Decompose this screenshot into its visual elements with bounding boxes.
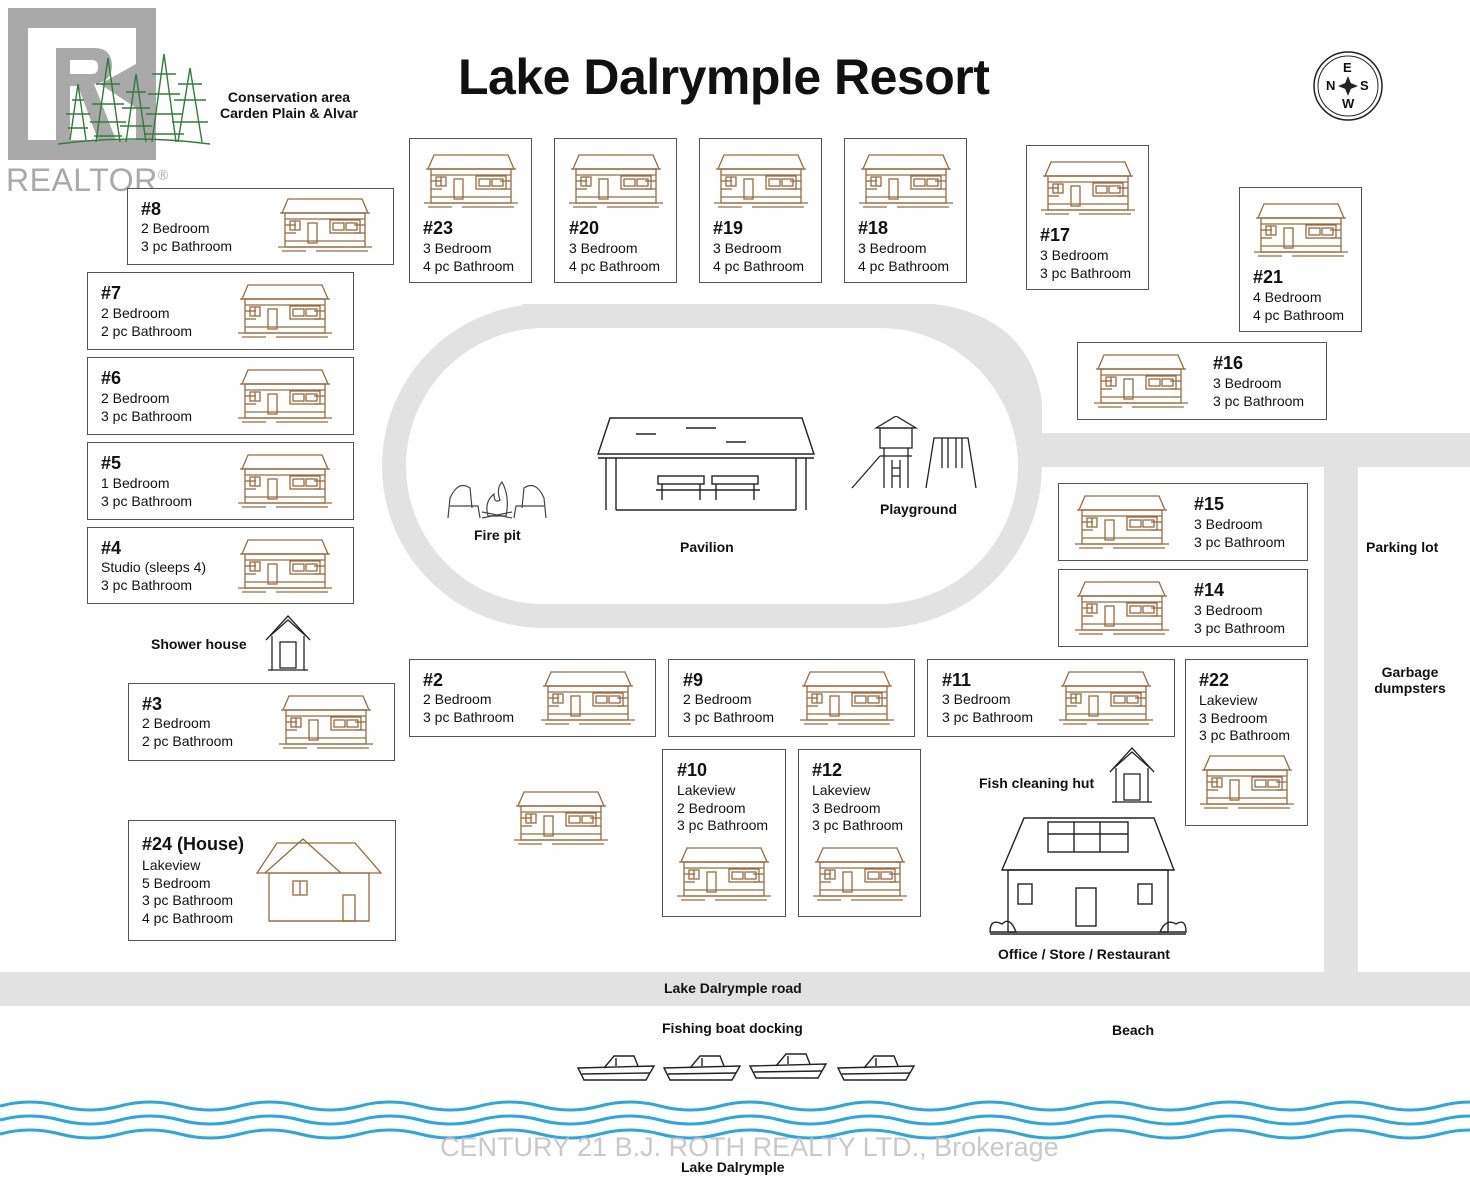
cabin-icon: [1198, 752, 1296, 812]
unlabeled-cabin-icon: [512, 788, 610, 848]
main-road: [0, 972, 1470, 1006]
cabin-icon: [1252, 200, 1350, 260]
cabin-icon: [236, 366, 334, 426]
cabin-icon: [1039, 158, 1137, 218]
cabin-icon: [539, 668, 637, 728]
pavilion-label: Pavilion: [680, 539, 734, 555]
compass-n: N: [1326, 78, 1336, 93]
garbage-label: Garbage dumpsters: [1374, 664, 1446, 696]
boat-icon: [576, 1052, 656, 1082]
lake-label: Lake Dalrymple: [681, 1159, 785, 1175]
lake-waves: [0, 1096, 1470, 1156]
fire-pit-icon: [444, 478, 550, 522]
fire-pit-label: Fire pit: [474, 527, 521, 543]
cabin-icon: [857, 151, 955, 211]
cabin-4[interactable]: #4 Studio (sleeps 4)3 pc Bathroom: [87, 527, 354, 604]
compass-s: S: [1360, 78, 1369, 93]
cabin-icon: [422, 151, 520, 211]
office-label: Office / Store / Restaurant: [998, 946, 1170, 962]
cabin-icon: [236, 281, 334, 341]
cabin-icon: [1057, 668, 1155, 728]
cabin-icon: [1073, 578, 1171, 638]
house-icon: [255, 833, 385, 923]
parking-road: [1030, 433, 1470, 467]
compass-w: W: [1342, 96, 1355, 111]
cabin-icon: [811, 844, 909, 904]
office-store-icon: [988, 814, 1188, 940]
cabin-icon: [236, 536, 334, 596]
boat-icon: [662, 1052, 742, 1082]
beach-label: Beach: [1112, 1022, 1155, 1038]
cabin-icon: [798, 668, 896, 728]
cabin-icon: [1073, 492, 1171, 552]
trees-icon: [56, 44, 212, 148]
parking-lot-area: [1358, 467, 1470, 650]
compass-icon: E N S W: [1312, 50, 1384, 122]
compass-e: E: [1343, 60, 1352, 75]
cabin-icon: [675, 844, 773, 904]
map-title: Lake Dalrymple Resort: [458, 49, 990, 105]
boat-icon: [836, 1052, 916, 1082]
boat-icon: [748, 1050, 828, 1080]
fishing-boat-docking-label: Fishing boat docking: [662, 1020, 803, 1036]
pavilion-icon: [596, 414, 818, 514]
brokerage-watermark: CENTURY 21 B.J. ROTH REALTY LTD., Broker…: [440, 1132, 1059, 1162]
fish-hut-icon: [1108, 746, 1156, 804]
cabin-icon: [236, 451, 334, 511]
cabin-icon: [567, 151, 665, 211]
playground-icon: [850, 416, 978, 492]
shower-house-label: Shower house: [151, 636, 247, 652]
shower-house-icon: [264, 614, 312, 672]
cabin-icon: [712, 151, 810, 211]
conservation-label: Conservation area Carden Plain & Alvar: [220, 89, 358, 121]
cabin-icon: [276, 195, 374, 255]
parking-lot-label: Parking lot: [1366, 539, 1439, 555]
right-road-vertical-1: [1324, 433, 1358, 973]
garbage-area: [1358, 650, 1470, 973]
realtor-logo: [8, 8, 156, 160]
cabin-icon: [277, 692, 375, 752]
playground-label: Playground: [880, 501, 958, 517]
cabin-icon: [1092, 351, 1190, 411]
fish-cleaning-hut-label: Fish cleaning hut: [979, 775, 1095, 791]
road-label: Lake Dalrymple road: [664, 980, 802, 996]
